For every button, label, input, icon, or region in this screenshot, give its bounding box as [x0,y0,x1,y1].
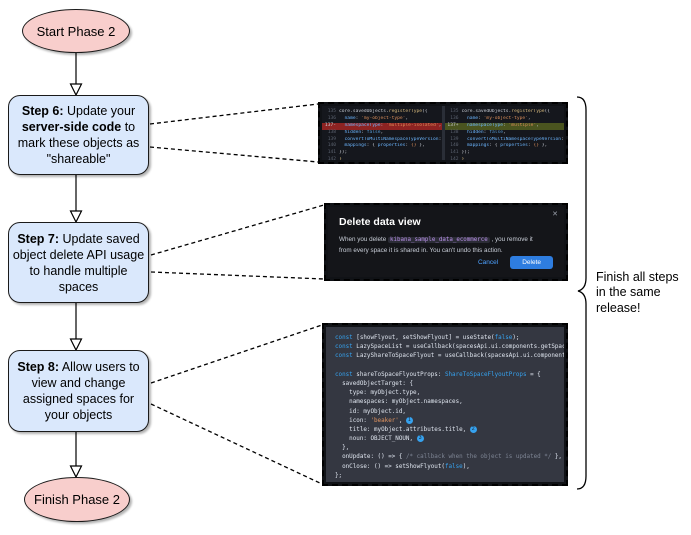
step8-node: Step 8: Allow users to view and change a… [8,350,149,432]
diff-line: 137- namespaceType: 'multiple-isolated', [322,122,442,130]
diff-line: 138 hidden: false, [327,129,384,135]
arrowhead-step6 [69,83,83,97]
release-note: Finish all steps in the same release! [596,270,679,315]
diff-line: 141}); [450,150,470,156]
callout-badge-2: 2 [469,425,477,433]
code-screenshot: const [showFlyout, setShowFlyout] = useS… [326,327,564,482]
callout-flyout-code: const [showFlyout, setShowFlyout] = useS… [322,323,568,486]
connector-step6-bottom [149,146,319,163]
diff-line: 140 mappings: { properties: {} }, [450,143,548,149]
diff-line: 140 mappings: { properties: {} }, [327,143,425,149]
arrowhead-finish [69,465,83,479]
diff-line: 136 name: 'my-object-type', [450,115,531,121]
arrowhead-step8 [69,338,83,352]
diff-line: 142} [450,157,465,160]
modal-body-pre: When you delete [339,236,389,243]
finish-node: Finish Phase 2 [24,477,130,522]
diff-line: 136 name: 'my-object-type', [327,115,409,121]
code-line [335,362,564,371]
callout-delete-modal: ✕ Delete data view When you delete kiban… [324,203,568,281]
code-line: onUpdate: () => { /* callback when the o… [335,454,562,461]
callout-badge-1: 1 [405,416,413,424]
arrowhead-step7 [69,210,83,224]
diff-line: 138 hidden: false, [450,129,506,135]
code-line: icon: 'beaker', 1 [335,416,564,426]
code-line: title: myObject.attributes.title, 2 [335,425,564,435]
delete-modal: ✕ Delete data view When you delete kiban… [328,207,564,277]
diff-separator [441,106,445,160]
connector-step6-top [149,103,319,125]
diff-line: 142} [327,157,342,160]
code-line: savedObjectTarget: { [335,380,414,387]
modal-footer: Cancel Delete [478,256,553,269]
code-line: namespaces: myObject.namespaces, [335,399,463,406]
diff-line: 137+ namespaceType: 'multiple', [444,122,564,130]
diff-line: 139 convertToMultiNamespaceTypeVersion: [450,136,564,142]
code-line: const LazyShareToSpaceFlyout = useCallba… [335,353,564,360]
start-node-label: Start Phase 2 [36,23,116,39]
code-line: onClose: () => setShowFlyout(false), [335,463,470,470]
step6-node: Step 6: Update your server-side code to … [8,95,149,175]
curly-brace [576,96,587,490]
code-line: const shareToSpaceFlyoutProps: ShareToSp… [335,371,541,378]
step7-node: Step 7: Update saved object delete API u… [8,222,149,303]
connector-step8-bottom [150,403,323,485]
modal-title: Delete data view [339,216,421,228]
connector-step7-top [150,204,325,256]
start-node: Start Phase 2 [22,9,130,53]
step8-label: Step 8: Allow users to view and change a… [17,360,140,422]
modal-body-post: , you remove it from every space it is s… [339,236,533,254]
code-line: noun: OBJECT_NOUN, 3 [335,435,564,444]
code-line: const [showFlyout, setShowFlyout] = useS… [335,335,520,341]
cancel-button[interactable]: Cancel [477,259,499,266]
code-line: id: myObject.id, [335,408,406,415]
code-line: type: myObject.type, [335,390,421,397]
code-line: }, [335,445,350,452]
diff-line: 139 convertToMultiNamespaceTypeVersion: [327,136,442,142]
code-line: }; [335,472,343,479]
step7-label: Step 7: Update saved object delete API u… [12,231,145,294]
finish-node-label: Finish Phase 2 [34,492,120,507]
diff-line: 141}); [327,150,348,156]
modal-body: When you delete kibana_sample_data_ecomm… [339,235,544,256]
callout-connectors [149,103,325,485]
callout-badge-3: 3 [416,435,424,443]
step6-label: Step 6: Update your server-side code to … [17,104,140,166]
connector-step7-bottom [150,271,325,280]
code-line: const LazySpaceList = useCallback(spaces… [335,344,564,351]
data-view-name-code: kibana_sample_data_ecommerce [388,237,490,243]
connector-step8-top [150,324,323,384]
close-icon[interactable]: ✕ [552,211,558,218]
delete-button[interactable]: Delete [510,256,553,269]
